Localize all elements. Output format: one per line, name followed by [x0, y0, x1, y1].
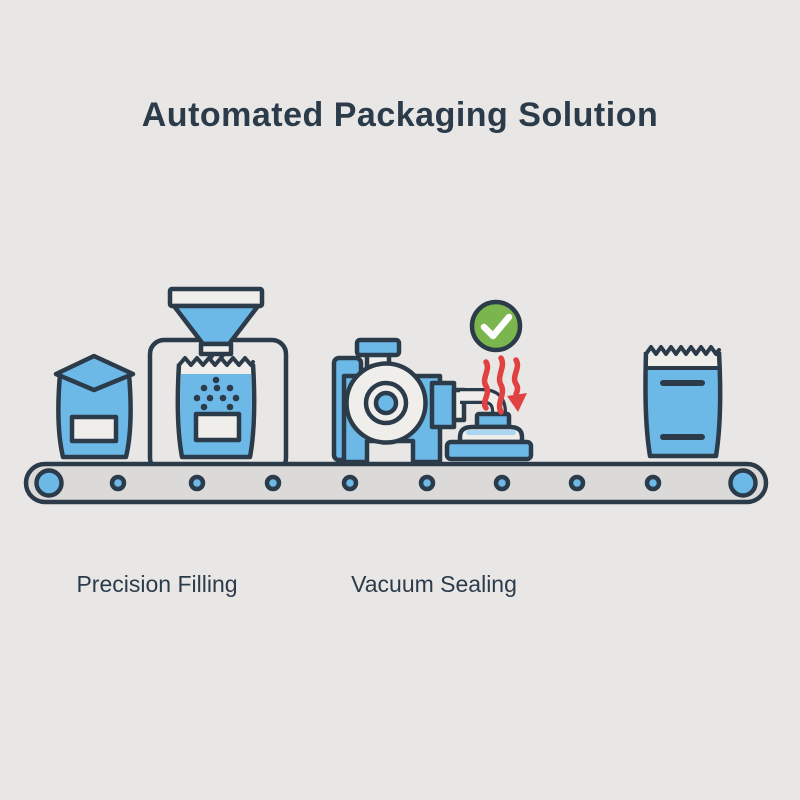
- pouch-seal-lines: [660, 380, 705, 440]
- open-bag-icon: [175, 356, 257, 460]
- bag-label: [69, 414, 119, 444]
- hopper-icon: [167, 286, 265, 357]
- page-title: Automated Packaging Solution: [141, 96, 659, 134]
- filled-bag-icon: [53, 353, 136, 460]
- roller-icon: [34, 468, 64, 498]
- vacuum-pump-icon: [331, 337, 467, 465]
- pump-wheel-icon: [344, 361, 428, 445]
- roller-icon: [728, 468, 758, 498]
- flat-package-icon: [444, 439, 534, 462]
- station-label-sealing: Vacuum Sealing: [351, 571, 517, 597]
- station-label-filling: Precision Filling: [76, 571, 238, 597]
- heat-waves-icon: [481, 355, 527, 415]
- granules-in-bag-icon: [193, 376, 240, 411]
- sealed-pouch-icon: [643, 345, 723, 459]
- conveyor-belt-icon: [23, 461, 769, 505]
- open-bag-label: [193, 411, 242, 443]
- filling-station: [147, 286, 289, 475]
- small-rollers: [109, 474, 662, 492]
- check-circle-icon: [469, 299, 523, 353]
- down-arrow-icon: [507, 393, 527, 412]
- sealing-head-icon: [457, 411, 525, 445]
